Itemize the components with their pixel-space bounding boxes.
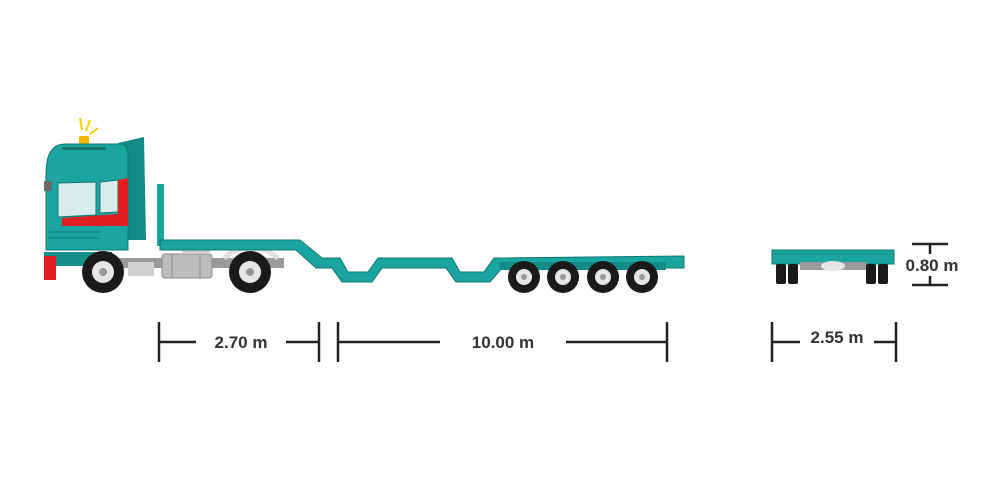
- trailer-wheel-4-icon: [626, 261, 658, 293]
- dimension-label-gooseneck: 2.70 m: [215, 333, 268, 352]
- trailer-rear-view: [771, 249, 895, 284]
- dimension-deck-length: [336, 322, 669, 362]
- dimension-deck-height: [912, 242, 948, 287]
- lowbed-trailer: [157, 184, 685, 293]
- dimension-label-deck-length: 10.00 m: [472, 333, 534, 352]
- front-wheel-icon: [82, 251, 124, 293]
- dimension-gooseneck: [157, 322, 321, 362]
- dimension-width: [770, 322, 898, 362]
- trailer-wheel-3-icon: [587, 261, 619, 293]
- drive-wheel-icon: [229, 251, 271, 293]
- dimension-label-width: 2.55 m: [811, 328, 864, 347]
- trailer-wheel-1-icon: [508, 261, 540, 293]
- trailer-wheel-2-icon: [547, 261, 579, 293]
- dimension-label-deck-height: 0.80 m: [906, 256, 959, 275]
- beacon-light-icon: [79, 117, 99, 144]
